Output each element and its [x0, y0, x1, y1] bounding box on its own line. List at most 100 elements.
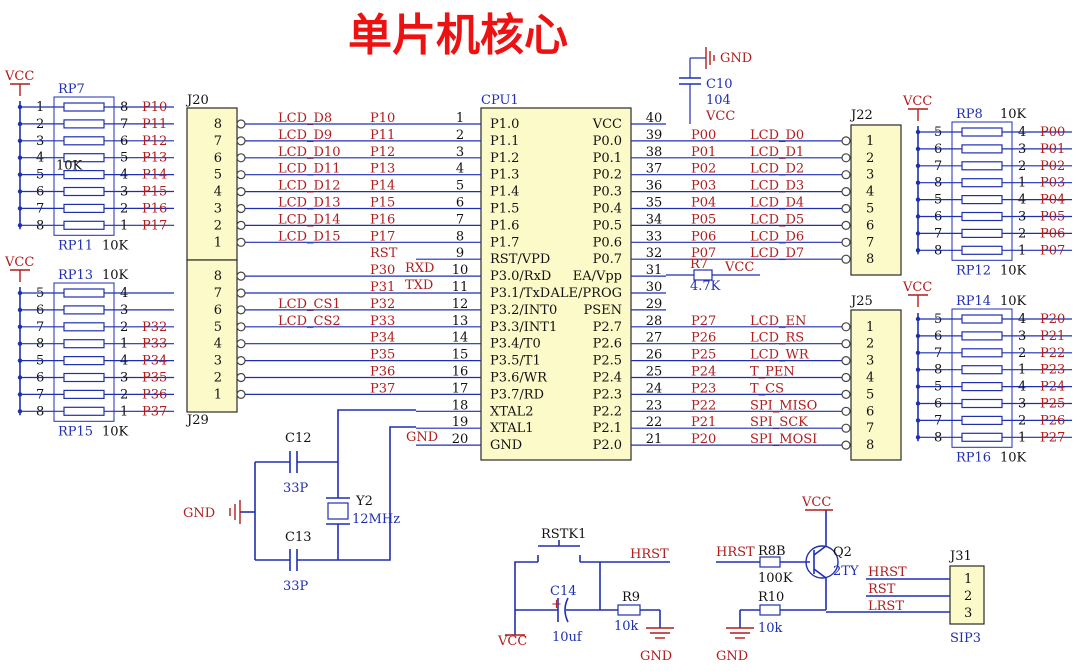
cpu-net-label: P15	[370, 196, 395, 211]
resnet-pin-right: 3	[120, 371, 128, 386]
cpu-pin-number: 5	[456, 179, 464, 194]
cpu-net-label: P05	[691, 212, 716, 227]
vcc-label: VCC	[705, 109, 735, 124]
r10-ref: R10	[758, 590, 784, 605]
cpu-net-label: P11	[370, 128, 395, 143]
cpu-pin-name: P0.4	[593, 202, 622, 217]
cpu-pin-name: P1.5	[490, 202, 519, 217]
cpu-net-label: P02	[691, 162, 716, 177]
resnet-ref-top: RP8	[956, 107, 983, 122]
cpu-net-label: P26	[691, 331, 716, 346]
vcc-label: VCC	[4, 69, 34, 84]
cpu-pin-number: 14	[452, 331, 469, 346]
cpu-pin-number: 24	[646, 381, 663, 396]
gnd-label: GND	[183, 506, 215, 521]
cpu-pin-number: 3	[456, 145, 464, 160]
resnet-pin-right: 1	[1018, 176, 1026, 191]
connector-pin	[236, 136, 246, 146]
j31-type: SIP3	[950, 631, 981, 646]
resnet-pin-right: 5	[120, 151, 128, 166]
cpu-signal-label: SPI_MISO	[750, 398, 817, 413]
resnet-resistor	[961, 211, 1003, 222]
j31-pin-num: 1	[964, 572, 972, 587]
resnet-pin-right: 1	[120, 337, 128, 352]
resnet-resistor	[63, 186, 105, 197]
hrst-net: HRST	[630, 547, 669, 562]
resnet-outline	[951, 121, 1013, 261]
resnet-net-label: P11	[142, 117, 167, 132]
resnet-net-label: P26	[1040, 413, 1065, 428]
cpu-net-label: P33	[370, 314, 395, 329]
resnet-resistor	[63, 136, 105, 146]
cpu-pin-number: 15	[452, 348, 469, 363]
resnet-pin-right: 3	[1018, 142, 1026, 157]
resnet-net-label: P17	[142, 218, 167, 233]
cpu-pin-number: 21	[646, 432, 663, 447]
reset-circuit: RSTK1 HRST C14 10uf + GND R9 10k VCC	[497, 527, 674, 664]
connector-pin	[841, 372, 851, 383]
c14-plus: +	[551, 597, 562, 612]
connector-pin	[841, 254, 851, 264]
cpu-signal-label: LCD_D2	[750, 162, 804, 177]
resnet-net-label: P27	[1040, 430, 1065, 445]
cpu-net-label: P30	[370, 263, 395, 278]
cpu-net-label: P34	[370, 331, 395, 346]
cpu-pin-name: P2.6	[593, 337, 622, 352]
resnet-pin-right: 3	[120, 303, 128, 318]
cpu-pin-number: 32	[646, 246, 663, 261]
rxd-label: RXD	[405, 261, 434, 276]
j31-net: LRST	[868, 599, 904, 614]
resnet-pin-right: 2	[120, 201, 128, 216]
j22-body	[850, 124, 902, 276]
j31-pin-num: 2	[964, 589, 972, 604]
connector-pin	[841, 187, 851, 197]
r8-value: 100K	[758, 571, 793, 586]
cpu-net-label: P16	[370, 212, 395, 227]
cpu-pin-name: P1.4	[490, 185, 519, 200]
connector-pin	[236, 372, 246, 383]
cpu-pin-name: P1.2	[490, 151, 519, 166]
resnet-resistor	[63, 406, 105, 416]
connector-signal-label: LCD_D13	[278, 196, 340, 211]
resnet-net-label: P10	[142, 100, 167, 115]
connector-pin	[236, 203, 246, 214]
cpu-body	[480, 107, 632, 461]
resnet-resistor	[961, 314, 1003, 324]
resnet-resistor	[63, 203, 105, 213]
resnet-ref-bottom: RP11	[58, 238, 93, 253]
resnet-pin-right: 2	[120, 387, 128, 402]
resnet-value-top: 10K	[1000, 107, 1027, 122]
cpu-pin-name: EA/Vpp	[573, 269, 622, 284]
r7-value: 4.7K	[690, 279, 721, 294]
cpu-pin-name: P3.5/T1	[490, 354, 541, 369]
resnet-net-label: P00	[1040, 125, 1065, 140]
connector-pin	[841, 389, 851, 399]
cpu-gnd-net: GND	[406, 430, 438, 445]
r9-value: 10k	[614, 619, 639, 634]
j22-ref: J22	[849, 108, 873, 123]
r9-ref: R9	[622, 590, 640, 605]
resnet-net-label: P32	[142, 320, 167, 335]
cpu-ref: CPU1	[481, 93, 519, 108]
cpu-pin-number: 22	[646, 415, 663, 430]
cpu-pin-name: P3.3/INT1	[490, 320, 557, 335]
connector-pin-number: 5	[866, 387, 874, 402]
resnet-pin-right: 3	[1018, 329, 1026, 344]
vcc-symbol-right-bottom: VCC	[902, 280, 932, 307]
cpu-pin-name: P3.0/RxD	[490, 269, 551, 284]
r8-ref: R8	[758, 544, 776, 559]
resnet-resistor	[961, 127, 1003, 137]
resnet-pin-right: 2	[1018, 413, 1026, 428]
q2-type: 2TY	[833, 564, 859, 579]
connector-signal-label: LCD_D11	[278, 162, 340, 177]
connector-pin	[236, 305, 246, 315]
connector-pin	[841, 136, 851, 146]
cpu-pin-number: 20	[452, 432, 469, 447]
cpu-pin-number: 36	[646, 179, 663, 194]
connector-pin	[236, 322, 246, 332]
